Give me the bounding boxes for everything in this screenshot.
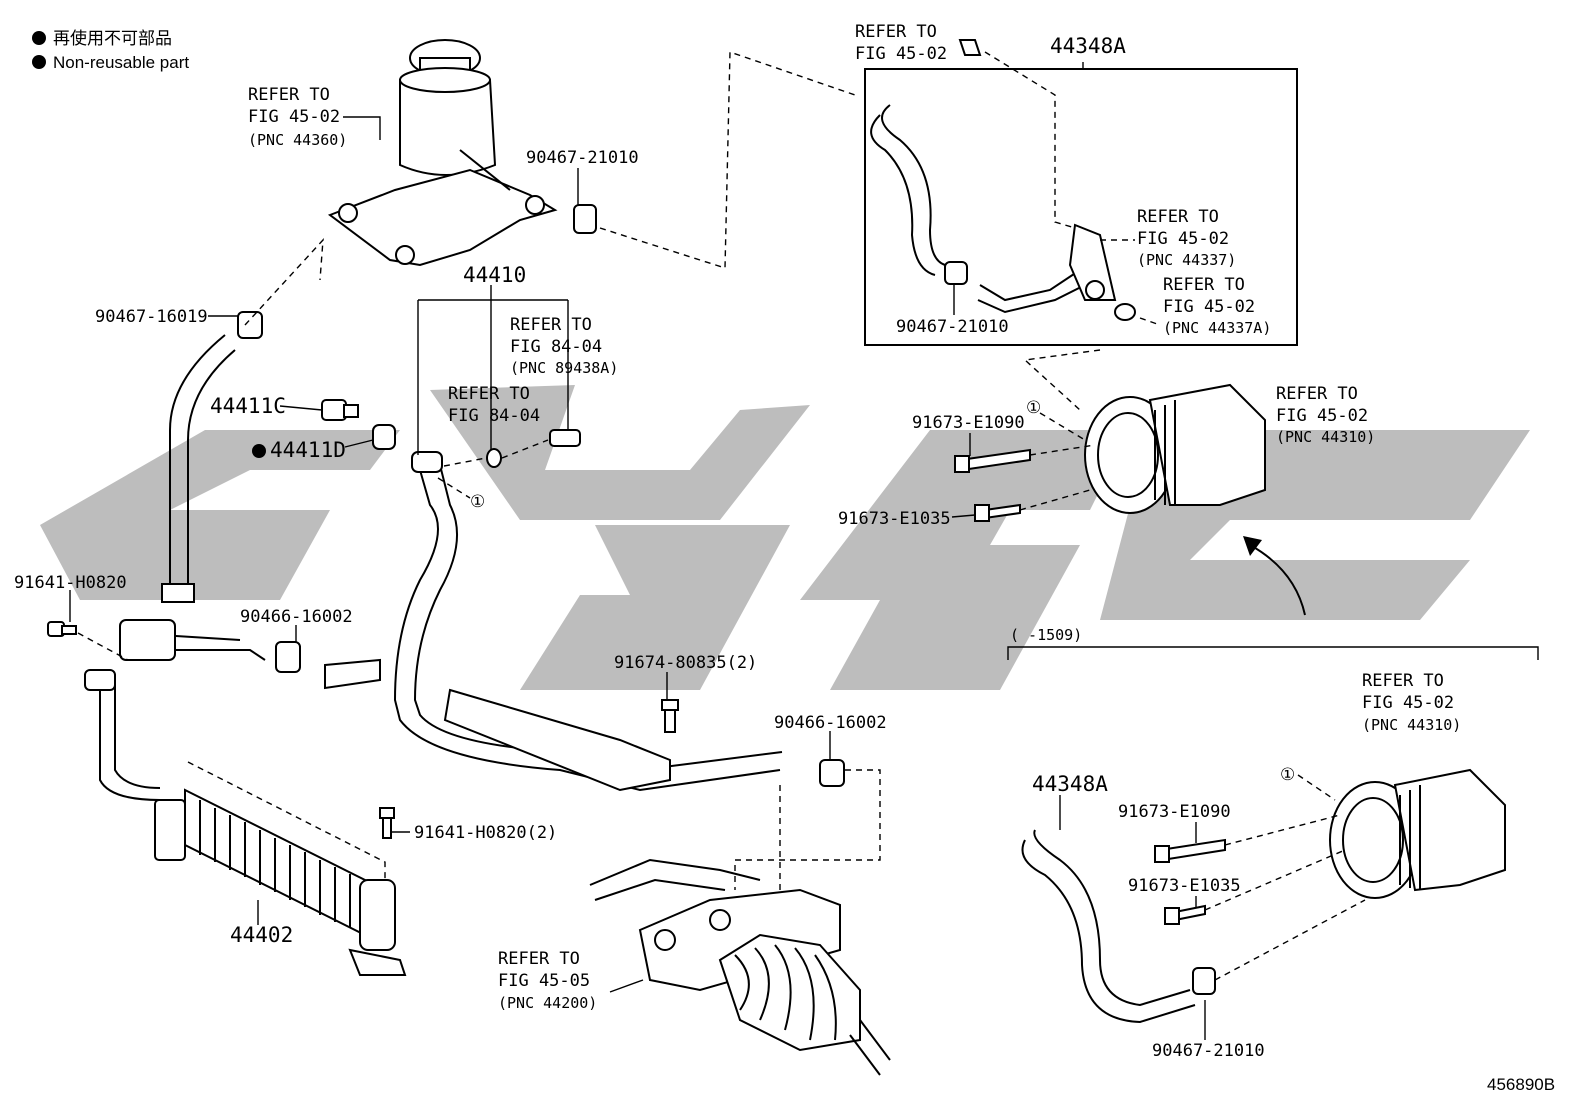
refer-box-top-line2: FIG 45-02 bbox=[855, 44, 947, 64]
legend-english: Non-reusable part bbox=[53, 53, 189, 72]
refer-pump-a-line1: REFER TO bbox=[1276, 384, 1358, 404]
date-range-bracket bbox=[1007, 646, 1539, 660]
refer-pump-a-line3: (PNC 44310) bbox=[1276, 428, 1375, 446]
refer-84-04-a-line3: (PNC 89438A) bbox=[510, 359, 618, 377]
refer-84-04-b-line2: FIG 84-04 bbox=[448, 406, 540, 426]
label-box-title: 44348A bbox=[1050, 34, 1126, 58]
label-clamp-left: 90467-16019 bbox=[95, 307, 208, 327]
ref-mark-pump-b: ① bbox=[1280, 765, 1295, 785]
ref-mark-pump-a: ① bbox=[1026, 398, 1041, 418]
refer-rack-line3: (PNC 44200) bbox=[498, 994, 597, 1012]
label-bolt-pump-a2: 91673-E1035 bbox=[838, 509, 951, 529]
label-clamp-top: 90467-21010 bbox=[526, 148, 639, 168]
refer-44337-line3: (PNC 44337) bbox=[1137, 251, 1236, 269]
label-44411d: 44411D bbox=[270, 438, 346, 462]
union-bolt-44411c bbox=[321, 399, 359, 421]
label-cooler: 44402 bbox=[230, 923, 293, 947]
refer-44337-line1: REFER TO bbox=[1137, 207, 1219, 227]
labels: REFER TO FIG 45-02 (PNC 44360) 90467-210… bbox=[14, 22, 1555, 1094]
refer-44337a-line1: REFER TO bbox=[1163, 275, 1245, 295]
leader-lines bbox=[69, 51, 1366, 1040]
oil-cooler-44402 bbox=[154, 788, 407, 976]
power-steering-pump-b bbox=[1021, 768, 1506, 1024]
refer-rack-line1: REFER TO bbox=[498, 949, 580, 969]
clamp-90466-16002-right bbox=[819, 759, 845, 787]
label-clamp-box: 90467-21010 bbox=[896, 317, 1009, 337]
refer-pump-b-line2: FIG 45-02 bbox=[1362, 693, 1454, 713]
refer-box-top-line1: REFER TO bbox=[855, 22, 937, 42]
label-bolt-pump-b2: 91673-E1035 bbox=[1128, 876, 1241, 896]
label-bolt-cooler: 91641-H0820(2) bbox=[414, 823, 557, 843]
refer-44337a-line2: FIG 45-02 bbox=[1163, 297, 1255, 317]
steering-rack bbox=[589, 858, 891, 1076]
label-bolt-left: 91641-H0820 bbox=[14, 573, 127, 593]
label-hose-44410: 44410 bbox=[463, 263, 526, 287]
reservoir-tank bbox=[327, 39, 558, 267]
arrow-icon bbox=[1243, 536, 1306, 616]
legend-japanese: 再使用不可部品 bbox=[53, 28, 172, 48]
cooler-lines bbox=[84, 619, 381, 801]
gasket-44411d bbox=[372, 424, 396, 450]
refer-84-04-b-line1: REFER TO bbox=[448, 384, 530, 404]
legend: 再使用不可部品 Non-reusable part bbox=[32, 28, 189, 72]
label-44411c: 44411C bbox=[210, 394, 286, 418]
refer-pump-b-line1: REFER TO bbox=[1362, 671, 1444, 691]
clamp-90467-21010 bbox=[573, 204, 597, 234]
refer-reservoir-line1: REFER TO bbox=[248, 85, 330, 105]
figure-id: 456890B bbox=[1487, 1075, 1555, 1094]
label-bolt-pump-a1: 91673-E1090 bbox=[912, 413, 1025, 433]
hose-kit-box bbox=[864, 39, 1298, 346]
refer-reservoir-line3: (PNC 44360) bbox=[248, 131, 347, 149]
return-hose bbox=[161, 311, 263, 603]
refer-84-04-a-line1: REFER TO bbox=[510, 315, 592, 335]
refer-44337a-line3: (PNC 44337A) bbox=[1163, 319, 1271, 337]
label-bolt-mid: 91674-80835(2) bbox=[614, 653, 757, 673]
refer-pump-a-line2: FIG 45-02 bbox=[1276, 406, 1368, 426]
oring bbox=[486, 448, 502, 468]
label-date-range: ( -1509) bbox=[1010, 626, 1082, 644]
non-reusable-icon bbox=[252, 444, 266, 458]
refer-rack-line2: FIG 45-05 bbox=[498, 971, 590, 991]
bullet-icon bbox=[32, 31, 46, 45]
label-hose-b: 44348A bbox=[1032, 772, 1108, 796]
pressure-switch bbox=[549, 429, 581, 447]
refer-reservoir-line2: FIG 45-02 bbox=[248, 107, 340, 127]
label-clamp-right: 90466-16002 bbox=[774, 713, 887, 733]
pressure-hose-44410 bbox=[393, 451, 783, 792]
bolt-91674-80835 bbox=[661, 699, 679, 733]
bullet-icon bbox=[32, 55, 46, 69]
ref-mark-hose: ① bbox=[470, 492, 485, 512]
refer-pump-b-line3: (PNC 44310) bbox=[1362, 716, 1461, 734]
label-bolt-pump-b1: 91673-E1090 bbox=[1118, 802, 1231, 822]
refer-84-04-a-line2: FIG 84-04 bbox=[510, 337, 602, 357]
label-clamp-b: 90467-21010 bbox=[1152, 1041, 1265, 1061]
bolt-91641-h0820-2 bbox=[379, 807, 395, 839]
bolt-91641-h0820 bbox=[47, 621, 77, 637]
refer-44337-line2: FIG 45-02 bbox=[1137, 229, 1229, 249]
label-clamp-mid: 90466-16002 bbox=[240, 607, 353, 627]
power-steering-pump-a bbox=[954, 383, 1266, 522]
